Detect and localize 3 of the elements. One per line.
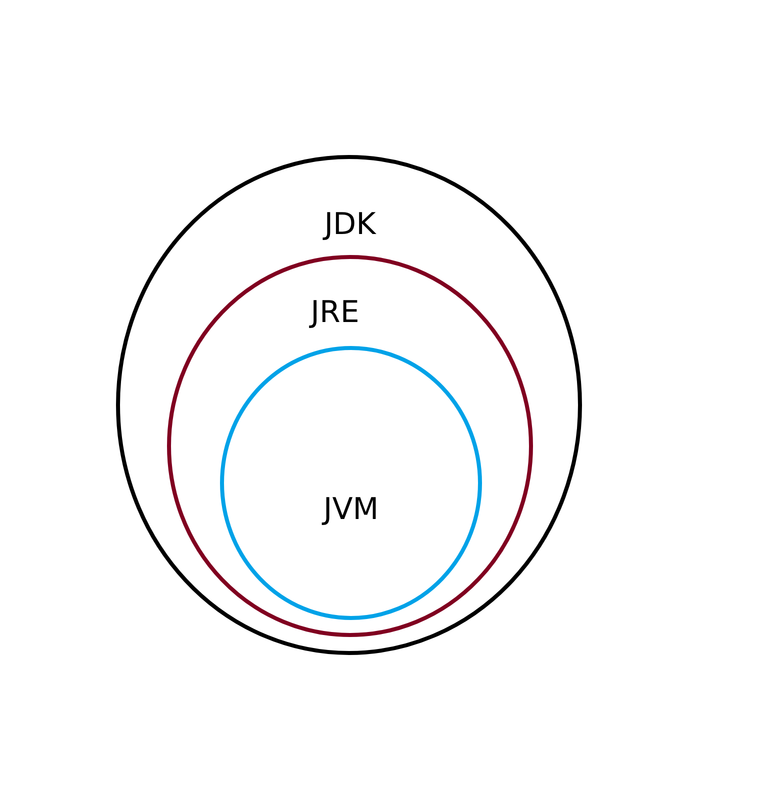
set-label: JVM: [323, 493, 379, 527]
set-label: JRE: [310, 296, 360, 330]
set-label: JDK: [324, 208, 376, 242]
